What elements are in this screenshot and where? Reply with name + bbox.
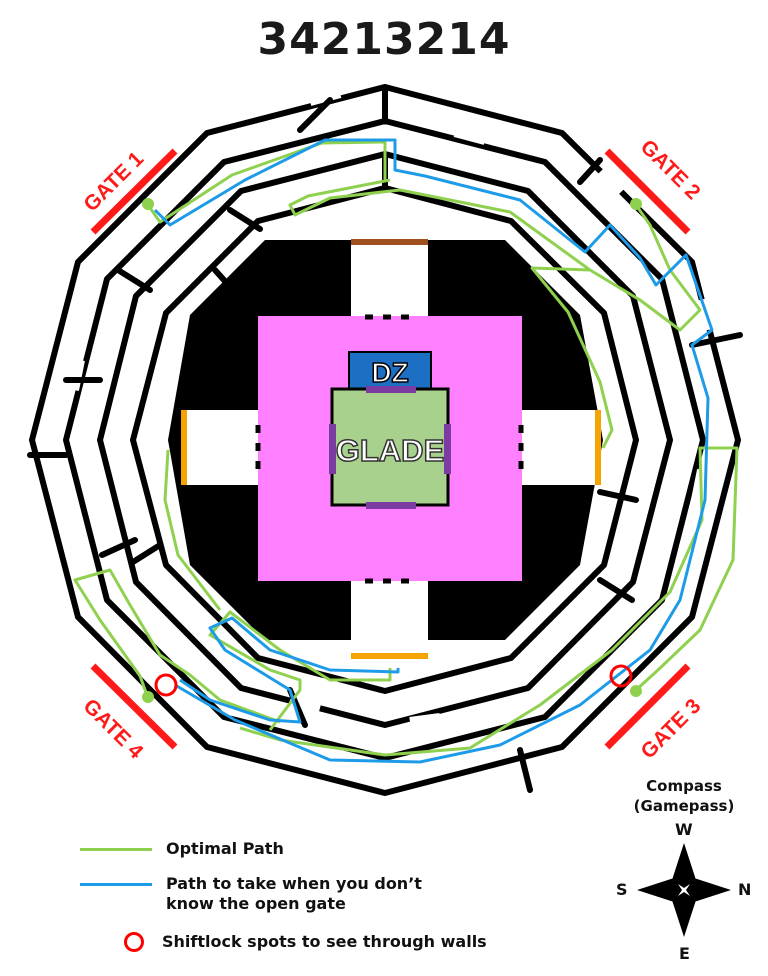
glade-door-right bbox=[444, 424, 451, 474]
unknown-path-north bbox=[153, 138, 714, 764]
dz-box bbox=[348, 351, 432, 393]
dz-label: DZ bbox=[371, 357, 408, 388]
corridor-west bbox=[184, 410, 262, 485]
unknown-paths bbox=[153, 138, 714, 764]
legend-shiftlock-label: Shiftlock spots to see through walls bbox=[162, 932, 487, 951]
gates bbox=[90, 148, 691, 750]
compass-east: E bbox=[679, 944, 690, 963]
shiftlock-spot-east bbox=[609, 664, 633, 688]
door-east bbox=[595, 410, 601, 485]
optimal-paths bbox=[73, 140, 739, 757]
door-south bbox=[351, 653, 428, 659]
start-dot-gate2 bbox=[630, 198, 642, 210]
gate-3-bar bbox=[604, 663, 691, 750]
glade-door-left bbox=[329, 424, 336, 474]
legend-optimal-line bbox=[80, 847, 152, 851]
glade-door-top bbox=[366, 386, 416, 393]
start-dot-gate4 bbox=[142, 691, 154, 703]
optimal-path-east bbox=[530, 266, 614, 449]
compass-south: S bbox=[616, 880, 628, 899]
compass-star bbox=[637, 843, 731, 937]
shiftlock-spots bbox=[154, 664, 633, 697]
door-north bbox=[351, 239, 428, 245]
maze-ring-1 bbox=[29, 84, 741, 796]
unknown-path-inner bbox=[179, 616, 400, 724]
start-dot-gate3 bbox=[630, 685, 642, 697]
glade-label: GLADE bbox=[336, 433, 445, 468]
maze-gaps bbox=[69, 88, 713, 727]
legend-unknown-label-2: know the open gate bbox=[166, 894, 346, 913]
compass-title: Compass (Gamepass) bbox=[604, 776, 764, 816]
start-dot-gate1 bbox=[142, 198, 154, 210]
door-west bbox=[181, 410, 187, 485]
optimal-path-gate2 bbox=[288, 178, 702, 332]
gate-1-bar bbox=[90, 148, 178, 235]
optimal-path-gate1 bbox=[146, 140, 387, 224]
legend-unknown-label-1: Path to take when you don’t bbox=[166, 874, 422, 893]
zone-dashes bbox=[255, 314, 524, 584]
maze-ring-4 bbox=[130, 185, 639, 694]
optimal-path-gate3 bbox=[239, 446, 739, 757]
legend-shiftlock-circle bbox=[124, 932, 144, 952]
corridor-east bbox=[520, 410, 598, 485]
compass-title-line-2: (Gamepass) bbox=[633, 797, 735, 815]
shiftlock-spot-west bbox=[154, 673, 178, 697]
optimal-path-gate4 bbox=[73, 568, 281, 724]
corridor-north bbox=[351, 242, 428, 320]
page-title: 34213214 bbox=[257, 14, 511, 65]
legend-unknown-line bbox=[80, 883, 152, 886]
compass-north: N bbox=[738, 880, 752, 899]
gate-2-bar bbox=[604, 148, 691, 235]
legend-optimal-label: Optimal Path bbox=[166, 839, 284, 858]
optimal-path-west bbox=[163, 449, 222, 611]
compass-west: W bbox=[675, 820, 693, 839]
legend-shiftlock: Shiftlock spots to see through walls bbox=[80, 929, 487, 955]
glade-door-bottom bbox=[366, 502, 416, 509]
gate-4-bar bbox=[90, 663, 178, 750]
compass-title-line-1: Compass bbox=[646, 777, 722, 795]
start-dots bbox=[142, 198, 642, 703]
legend-optimal: Optimal Path bbox=[80, 836, 284, 862]
legend-unknown: Path to take when you don’t know the ope… bbox=[80, 874, 422, 918]
corridor-south bbox=[351, 580, 428, 656]
